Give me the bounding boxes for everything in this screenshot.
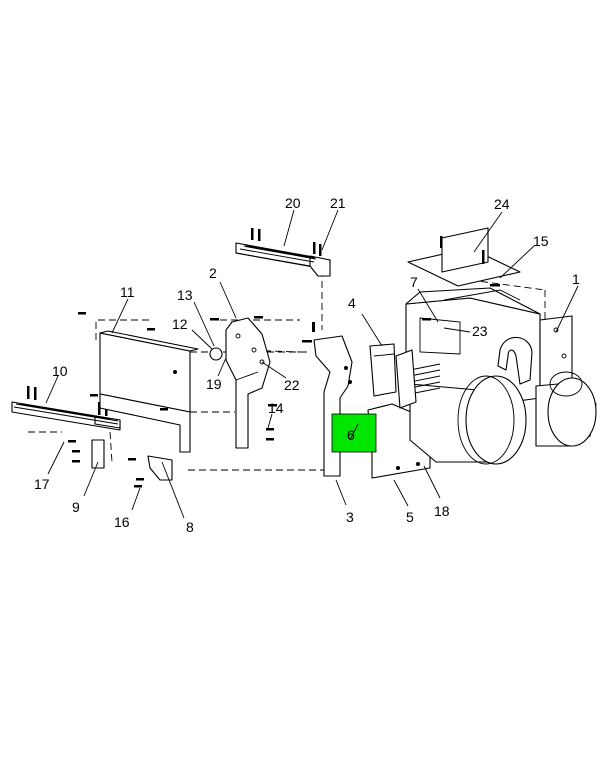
- callout-8: 8: [186, 519, 194, 535]
- callout-16: 16: [114, 514, 130, 530]
- callout-4: 4: [348, 295, 356, 311]
- leader-lines: [45, 209, 579, 519]
- callout-17: 17: [34, 476, 50, 492]
- grommet-part: [209, 347, 223, 361]
- callout-11: 11: [120, 284, 135, 300]
- lower-step-part: [11, 386, 121, 431]
- bracket-4-part: [369, 343, 397, 397]
- bracket-2-part: [210, 316, 277, 449]
- callout-7: 7: [410, 274, 418, 290]
- bracket-3-part: [302, 322, 353, 477]
- callout-9: 9: [72, 499, 80, 515]
- upper-step-part: [235, 228, 331, 277]
- callout-21: 21: [330, 195, 346, 211]
- callout-labels: 1 2 3 4 5 7 8 9 10 11 12 13 14 15 16 17 …: [34, 195, 580, 535]
- callout-14: 14: [268, 400, 284, 416]
- callout-18: 18: [434, 503, 450, 519]
- callout-2: 2: [209, 265, 217, 281]
- callout-1: 1: [572, 271, 580, 287]
- callout-19: 19: [206, 376, 222, 392]
- callout-15: 15: [533, 233, 549, 249]
- callout-5: 5: [406, 509, 414, 525]
- part-6-label[interactable]: 6: [347, 427, 355, 443]
- callout-24: 24: [494, 196, 510, 212]
- callout-10: 10: [52, 363, 68, 379]
- lower-bracket-parts: [68, 439, 173, 488]
- callout-12: 12: [172, 316, 188, 332]
- callout-3: 3: [346, 509, 354, 525]
- callout-20: 20: [285, 195, 301, 211]
- callout-13: 13: [177, 287, 193, 303]
- engine-assembly-part: [395, 227, 597, 465]
- callout-23: 23: [472, 323, 488, 339]
- callout-22: 22: [284, 377, 300, 393]
- panel-part: [78, 312, 199, 453]
